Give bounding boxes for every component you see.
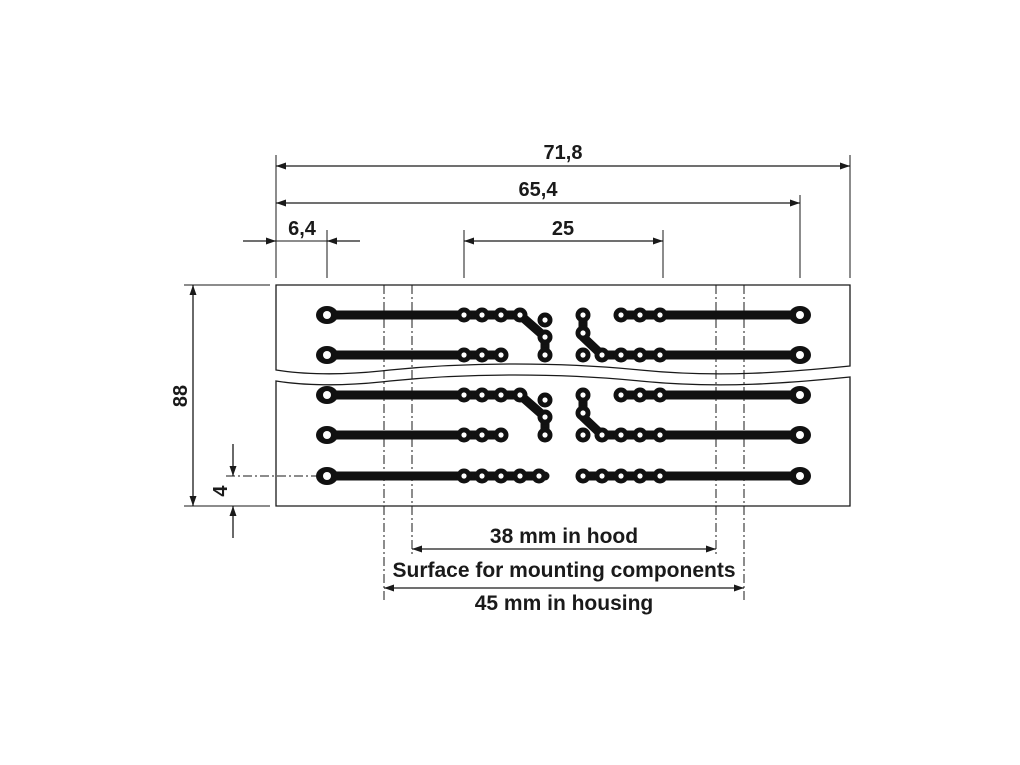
end-pad-right-2-hole [796,391,804,399]
pad-right-row0-2-hole [657,312,663,318]
board-outline [275,284,851,507]
pad-left-row0-3-hole [517,312,523,318]
pad-right-row3-1-hole [599,432,605,438]
pad-right-row2-0-hole [618,392,624,398]
pad-right-row1-3-hole [637,352,643,358]
pad-right-col0-0-hole [580,312,586,318]
pad-right-row3-3-hole [637,432,643,438]
end-pad-left-0-hole [323,311,331,319]
trace-right-bend [578,310,805,360]
pad-right-col2-0-hole [580,392,586,398]
center-span-label: 25 [552,218,574,240]
pad-right-row1-0-hole [580,352,586,358]
hood-width-caption: 38 mm in hood [490,525,638,548]
pad-left-row4-2-hole [498,473,504,479]
bottom-offset-label: 4 [210,485,232,497]
housing-width-caption: 45 mm in housing [475,592,654,615]
end-pad-right-0-hole [796,311,804,319]
pad-right-row1-1-hole [599,352,605,358]
copper-traces [316,306,811,485]
pad-right-row4-2-hole [618,473,624,479]
trace-right-bend [578,390,805,440]
end-pad-right-1-hole [796,351,804,359]
end-pad-left-3-hole [323,431,331,439]
pad-right-row0-0-hole [618,312,624,318]
trace-left-bend [322,310,550,360]
pad-left-row1-1-hole [479,352,485,358]
pad-right-row3-4-hole [657,432,663,438]
pad-left-row4-1-hole [479,473,485,479]
pad-right-row1-4-hole [657,352,663,358]
pad-left-row2-3-hole [517,392,523,398]
pad-left-row1-0-hole [461,352,467,358]
pad-right-row2-1-hole [637,392,643,398]
height-label: 88 [170,385,192,407]
pad-left-col0-1-hole [542,334,548,340]
pad-right-row4-1-hole [599,473,605,479]
zone-lines [383,285,745,600]
pad-left-row0-0-hole [461,312,467,318]
pad-left-row3-2-hole [498,432,504,438]
pad-left-row3-1-hole [479,432,485,438]
pad-right-row4-0-hole [580,473,586,479]
dimension-lines [189,162,850,592]
pad-right-row4-4-hole [657,473,663,479]
mounting-surface-caption: Surface for mounting components [392,559,735,582]
pad-right-row2-2-hole [657,392,663,398]
pad-right-col0-1-hole [580,330,586,336]
pad-right-col2-1-hole [580,410,586,416]
pad-left-row4-0-hole [461,473,467,479]
pad-right-row3-0-hole [580,432,586,438]
pad-left-row4-3-hole [517,473,523,479]
pad-left-row0-2-hole [498,312,504,318]
pad-right-row1-2-hole [618,352,624,358]
pad-left-col0-2-hole [542,352,548,358]
end-pad-left-1-hole [323,351,331,359]
end-pad-left-4-hole [323,472,331,480]
pad-left-row2-1-hole [479,392,485,398]
pad-left-row4-4-hole [536,473,542,479]
edge-offset-label: 6,4 [288,218,317,240]
pad-right-row0-1-hole [637,312,643,318]
pad-left-col2-1-hole [542,414,548,420]
overall-width-label: 71,8 [544,142,583,164]
pad-left-row2-0-hole [461,392,467,398]
end-pad-right-4-hole [796,472,804,480]
hole-span-label: 65,4 [519,179,559,201]
end-pad-left-2-hole [323,391,331,399]
pad-left-row3-0-hole [461,432,467,438]
trace-left-bend [322,390,550,440]
end-pad-right-3-hole [796,431,804,439]
pad-left-row0-1-hole [479,312,485,318]
pad-left-col2-2-hole [542,432,548,438]
extension-lines [184,155,851,507]
pad-right-row3-2-hole [618,432,624,438]
pad-left-row2-2-hole [498,392,504,398]
pad-left-col0-0-hole [542,317,548,323]
pad-left-row1-2-hole [498,352,504,358]
pad-right-row4-3-hole [637,473,643,479]
pad-left-col2-0-hole [542,397,548,403]
